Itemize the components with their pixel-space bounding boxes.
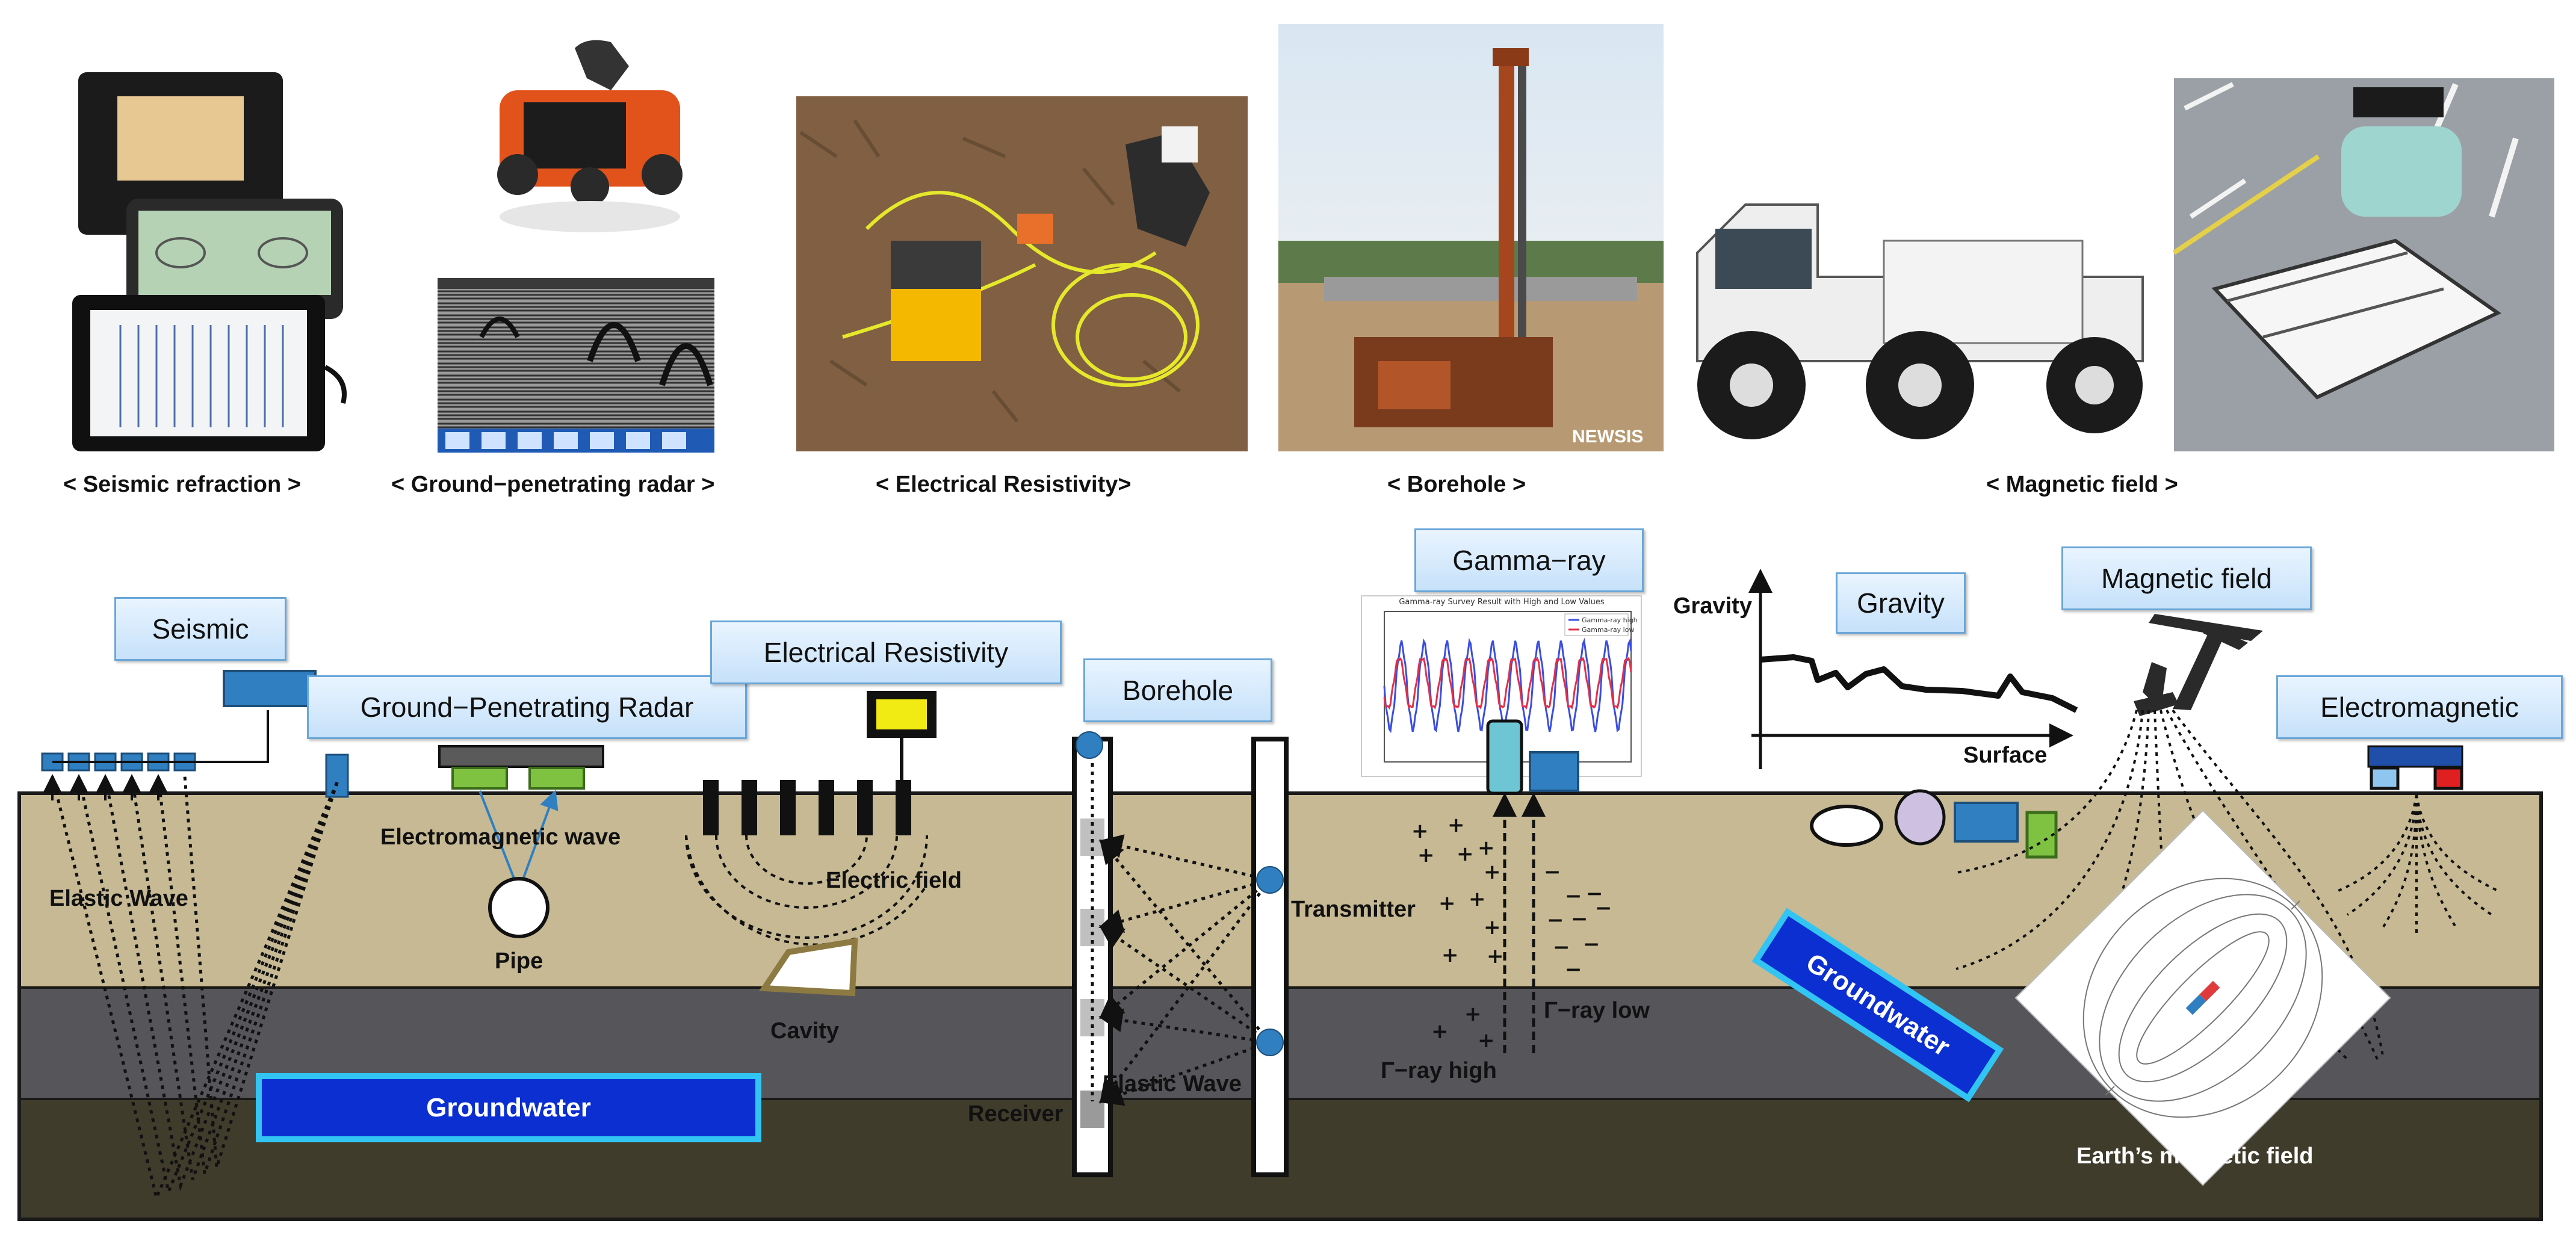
photo-watermark: NEWSIS xyxy=(1572,427,1643,447)
gpr-waves xyxy=(478,790,559,891)
seismic-source xyxy=(325,754,349,798)
gamma-low-series xyxy=(1383,657,1632,710)
label-seismic: Seismic xyxy=(114,597,286,661)
svg-text:−: − xyxy=(1595,896,1612,920)
gamma-legend-low: Gamma-ray low xyxy=(1582,626,1634,634)
photo-seismic-refraction xyxy=(42,24,355,457)
svg-text:−: − xyxy=(1547,908,1564,932)
electromagnetic-sensor xyxy=(2367,745,2463,790)
label-gravity: Gravity xyxy=(1836,572,1966,634)
label-gamma-high: Γ−ray high xyxy=(1381,1058,1497,1083)
surface-axis-label: Surface xyxy=(1963,743,2048,768)
label-elastic-wave-seismic: Elastic Wave xyxy=(49,886,188,911)
label-receiver: Receiver xyxy=(968,1101,1064,1127)
label-pipe: Pipe xyxy=(495,949,543,974)
svg-text:+: + xyxy=(1447,813,1465,837)
svg-text:+: + xyxy=(1484,860,1501,884)
gravity-axis-label: Gravity xyxy=(1673,593,1752,619)
borehole-right xyxy=(1251,737,1289,1177)
caption-gpr: < Ground−penetrating radar > xyxy=(391,472,715,497)
seismic-geophones xyxy=(41,710,269,772)
label-electric-field: Electric field xyxy=(826,868,962,893)
groundwater-right xyxy=(1751,908,2004,1103)
gamma-plot-title: Gamma-ray Survey Result with High and Lo… xyxy=(1399,598,1605,607)
label-elastic-wave-borehole: Elastic Wave xyxy=(1103,1071,1242,1097)
svg-text:−: − xyxy=(1565,958,1582,982)
svg-text:+: + xyxy=(1464,1002,1482,1026)
seismic-ray-paths xyxy=(51,776,339,1202)
svg-text:−: − xyxy=(1553,935,1570,959)
photo-gpr xyxy=(488,36,704,259)
buried-pipe xyxy=(488,877,550,938)
svg-text:−: − xyxy=(1571,907,1588,931)
label-electrical-resistivity: Electrical Resistivity xyxy=(710,620,1062,684)
seismograph-device xyxy=(223,670,317,707)
label-cavity: Cavity xyxy=(770,1018,840,1044)
borehole-ray-paths xyxy=(1091,746,1271,1106)
svg-text:+: + xyxy=(1431,1020,1449,1044)
photo-electrical-resistivity xyxy=(796,96,1248,451)
label-earths-magnetic-field: Earth’s magnetic field xyxy=(2076,1144,2314,1169)
svg-text:+: + xyxy=(1417,843,1435,867)
airplane-icon xyxy=(2134,614,2263,716)
svg-text:+: + xyxy=(1441,943,1459,967)
caption-electrical-resistivity: < Electrical Resistivity> xyxy=(876,472,1132,497)
svg-text:−: − xyxy=(1565,884,1582,908)
gamma-legend-high: Gamma-ray high xyxy=(1582,616,1638,624)
caption-seismic-refraction: < Seismic refraction > xyxy=(63,472,301,497)
label-gamma-low: Γ−ray low xyxy=(1544,998,1650,1023)
label-transmitter: Transmitter xyxy=(1291,897,1416,922)
gpr-antenna xyxy=(438,745,604,790)
label-gpr: Ground−Penetrating Radar xyxy=(307,675,747,739)
label-borehole: Borehole xyxy=(1083,658,1272,722)
svg-text:+: + xyxy=(1411,819,1429,843)
electromagnetic-field-lines xyxy=(2338,794,2498,933)
resistivity-electrodes xyxy=(703,780,911,835)
electric-field-lines xyxy=(685,835,928,946)
photo-borehole: NEWSIS xyxy=(1278,24,1664,451)
gamma-logger xyxy=(1529,751,1579,792)
borehole-sources xyxy=(1076,731,1284,1056)
earth-magnetic-field-diagram xyxy=(2014,809,2391,1186)
svg-text:+: + xyxy=(1457,842,1474,866)
svg-text:+: + xyxy=(1478,1029,1495,1053)
svg-text:+: + xyxy=(1469,887,1486,911)
svg-text:−: − xyxy=(1586,882,1603,906)
label-gamma-ray: Gamma−ray xyxy=(1414,528,1644,592)
svg-text:+: + xyxy=(1484,915,1501,939)
svg-text:+: + xyxy=(1478,836,1495,860)
photo-gpr-radargram xyxy=(438,278,714,453)
svg-text:+: + xyxy=(1438,891,1456,915)
caption-borehole: < Borehole > xyxy=(1387,472,1526,497)
svg-text:−: − xyxy=(1583,932,1600,956)
svg-text:+: + xyxy=(1487,944,1504,968)
gravity-graph xyxy=(1748,569,2078,769)
gravity-anomaly-bodies xyxy=(1810,789,2058,859)
label-magnetic-field: Magnetic field xyxy=(2061,546,2312,610)
svg-text:−: − xyxy=(1544,860,1561,884)
gamma-ray-arrows xyxy=(1493,793,1546,1053)
cavity xyxy=(758,938,858,997)
gamma-detector xyxy=(1486,719,1523,795)
label-electromagnetic-wave: Electromagnetic wave xyxy=(380,825,621,850)
groundwater-left-label: Groundwater xyxy=(426,1092,591,1122)
label-electromagnetic: Electromagnetic xyxy=(2276,675,2563,739)
groundwater-left xyxy=(256,1073,761,1142)
photo-gravity-truck xyxy=(1685,199,2167,457)
charge-symbols: ++ +++ +++ +++ +++ −−− −−− −−− xyxy=(1411,813,1612,1053)
caption-magnetic-field: < Magnetic field > xyxy=(1986,472,2178,497)
photo-magnetic-field xyxy=(2172,78,2554,451)
gamma-high-series xyxy=(1383,637,1632,734)
